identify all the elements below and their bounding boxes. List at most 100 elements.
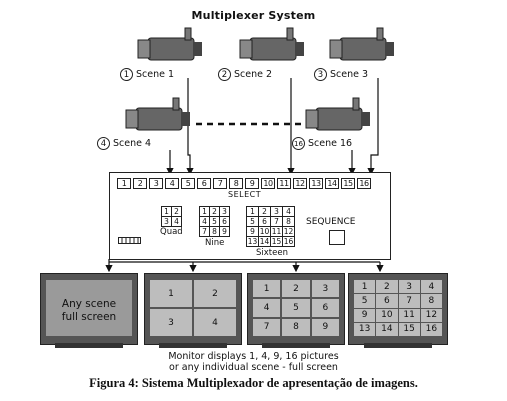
monitor-cell: 1 <box>150 280 192 307</box>
camera-4-number: 4 <box>97 137 110 150</box>
monitor-cell: 3 <box>311 280 339 298</box>
monitor-screen: Any scene full screen <box>46 280 132 336</box>
indicator-icon <box>118 237 141 244</box>
sequence-label: SEQUENCE <box>306 217 356 227</box>
select-button-13[interactable]: 13 <box>309 178 323 189</box>
nine-cell: 8 <box>210 227 220 237</box>
quad-layout-button[interactable]: 1 2 3 4 <box>161 206 182 227</box>
quad-cell: 2 <box>172 207 182 217</box>
monitor-cell: 9 <box>354 308 376 322</box>
nine-cell: 1 <box>200 207 210 217</box>
monitor-cell: 12 <box>420 308 442 322</box>
monitor-cell: 3 <box>150 309 192 336</box>
sixteen-cell: 9 <box>247 227 259 237</box>
camera-2-number: 2 <box>218 68 231 81</box>
diagram-title: Multiplexer System <box>191 9 316 22</box>
monitor-caption-line-1: Monitor displays 1, 4, 9, 16 pictures <box>168 351 339 362</box>
monitor-cell: 2 <box>194 280 236 307</box>
monitor-cell: 6 <box>311 299 339 317</box>
nine-layout-button[interactable]: 1 2 3 4 5 6 7 8 9 <box>199 206 230 237</box>
camera-16-label: 16 Scene 16 <box>292 137 352 150</box>
camera-1-number: 1 <box>120 68 133 81</box>
monitor-cell: 16 <box>420 322 442 336</box>
full-screen-text: Any scene full screen <box>46 298 132 324</box>
monitor-cell: 3 <box>398 280 420 294</box>
quad-label: Quad <box>160 227 183 237</box>
sixteen-cell: 5 <box>247 217 259 227</box>
monitor-cell: 8 <box>420 294 442 308</box>
select-button-2[interactable]: 2 <box>133 178 147 189</box>
sixteen-cell: 13 <box>247 237 259 247</box>
select-button-14[interactable]: 14 <box>325 178 339 189</box>
select-button-10[interactable]: 10 <box>261 178 275 189</box>
monitor-cell: 7 <box>253 318 281 336</box>
camera-2-icon <box>239 27 304 61</box>
nine-cell: 6 <box>220 217 230 227</box>
monitor-cell: 6 <box>376 294 398 308</box>
nine-cell: 3 <box>220 207 230 217</box>
monitor-cell: 15 <box>398 322 420 336</box>
sixteen-cell: 11 <box>271 227 283 237</box>
camera-4-label: 4 Scene 4 <box>97 137 151 150</box>
select-button-row: 1 2 3 4 5 6 7 8 9 10 11 12 13 14 15 16 <box>117 178 373 189</box>
monitor-cell: 5 <box>282 299 310 317</box>
select-button-9[interactable]: 9 <box>245 178 259 189</box>
sixteen-cell: 15 <box>271 237 283 247</box>
monitor-cell: 4 <box>194 309 236 336</box>
monitor-cell: 8 <box>282 318 310 336</box>
quad-cell: 4 <box>172 217 182 227</box>
sixteen-cell: 4 <box>283 207 295 217</box>
monitor-cell: 4 <box>253 299 281 317</box>
camera-3-label: 3 Scene 3 <box>314 68 368 81</box>
monitor-cell: 2 <box>376 280 398 294</box>
sixteen-cell: 14 <box>259 237 271 247</box>
monitor-cell: 11 <box>398 308 420 322</box>
monitor-stand <box>262 343 330 348</box>
quad-cell: 3 <box>162 217 172 227</box>
sequence-button[interactable] <box>329 230 345 245</box>
camera-1-label: 1 Scene 1 <box>120 68 174 81</box>
sixteen-cell: 1 <box>247 207 259 217</box>
select-button-12[interactable]: 12 <box>293 178 307 189</box>
full-screen-line-1: Any scene <box>61 298 117 310</box>
monitor-cell: 7 <box>398 294 420 308</box>
monitor-cell: 14 <box>376 322 398 336</box>
monitor-cell: 1 <box>253 280 281 298</box>
select-button-3[interactable]: 3 <box>149 178 163 189</box>
select-button-1[interactable]: 1 <box>117 178 131 189</box>
monitor-stand <box>159 343 227 348</box>
figure-caption: Figura 4: Sistema Multiplexador de apres… <box>89 376 418 390</box>
monitor-cell: 1 <box>354 280 376 294</box>
sixteen-cell: 16 <box>283 237 295 247</box>
nine-cell: 7 <box>200 227 210 237</box>
select-button-16[interactable]: 16 <box>357 178 371 189</box>
nine-label: Nine <box>205 238 225 248</box>
select-button-4[interactable]: 4 <box>165 178 179 189</box>
nine-cell: 5 <box>210 217 220 227</box>
select-button-15[interactable]: 15 <box>341 178 355 189</box>
monitor-nine-grid: 1 2 3 4 5 6 7 8 9 <box>253 280 339 336</box>
camera-1-icon <box>137 27 202 61</box>
nine-cell: 4 <box>200 217 210 227</box>
camera-3-number: 3 <box>314 68 327 81</box>
camera-4-icon <box>125 97 190 131</box>
select-button-6[interactable]: 6 <box>197 178 211 189</box>
select-button-8[interactable]: 8 <box>229 178 243 189</box>
camera-3-icon <box>329 27 394 61</box>
monitor-stand <box>364 343 432 348</box>
sixteen-layout-button[interactable]: 1 2 3 4 5 6 7 8 9 10 11 12 13 14 15 16 <box>246 206 295 247</box>
select-button-7[interactable]: 7 <box>213 178 227 189</box>
full-screen-line-2: full screen <box>61 311 117 323</box>
monitor-sixteen-grid: 1 2 3 4 5 6 7 8 9 10 11 12 13 14 15 16 <box>354 280 442 336</box>
sixteen-cell: 8 <box>283 217 295 227</box>
select-button-5[interactable]: 5 <box>181 178 195 189</box>
nine-cell: 2 <box>210 207 220 217</box>
select-button-11[interactable]: 11 <box>277 178 291 189</box>
quad-cell: 1 <box>162 207 172 217</box>
monitor-quad: 1 2 3 4 <box>144 273 242 345</box>
camera-16-number: 16 <box>292 137 305 150</box>
sixteen-cell: 3 <box>271 207 283 217</box>
camera-1-text: Scene 1 <box>136 69 175 80</box>
